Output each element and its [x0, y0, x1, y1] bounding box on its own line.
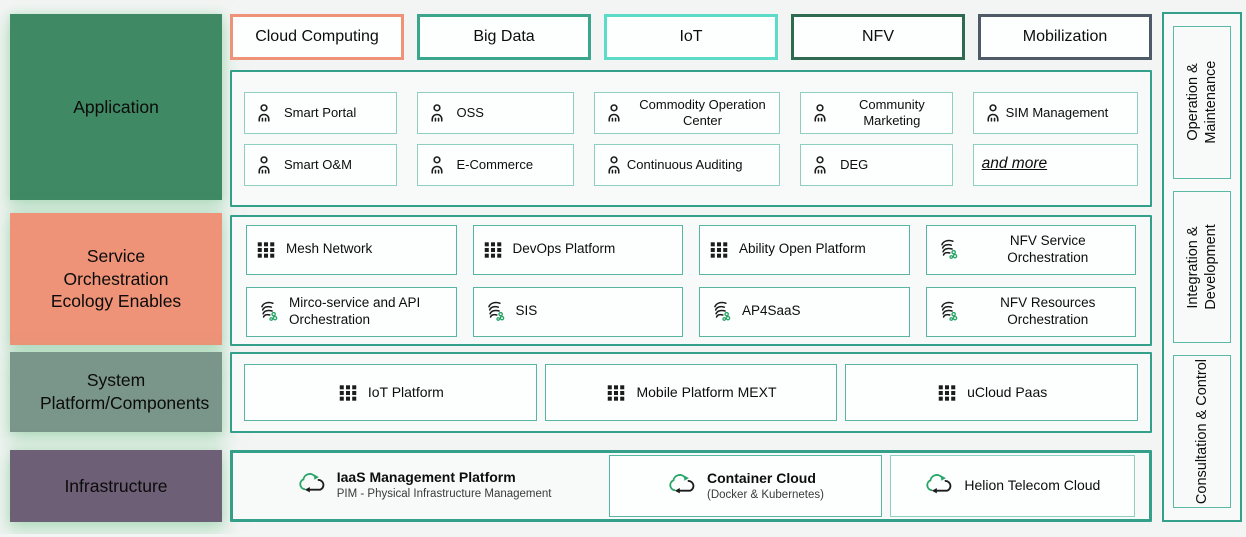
sys-item-mobile-platform-mext: Mobile Platform MEXT	[544, 364, 838, 421]
grid-icon	[255, 239, 277, 261]
app-item-label: OSS	[456, 104, 484, 120]
rail-operation-maintenance: Operation & Maintenance	[1173, 26, 1231, 179]
svc-item-sis: SIS	[472, 286, 683, 337]
rail-system-platform: System Platform/Components	[10, 352, 222, 432]
svc-item-label: SIS	[515, 303, 538, 319]
rail-infrastructure: Infrastructure	[10, 450, 222, 522]
cloud-sync-icon	[667, 473, 698, 499]
grid-icon	[708, 239, 730, 261]
svc-item-label: Ability Open Platform	[739, 241, 866, 257]
svc-item-nfv-resources-orchestration: NFV Resources Orchestration	[925, 286, 1136, 337]
cloud-sync-icon	[297, 472, 328, 498]
infra-item-title: IaaS Management Platform	[336, 469, 516, 486]
sys-item-iot-platform: IoT Platform	[244, 364, 537, 421]
orchestration-icon	[935, 299, 960, 324]
svc-item-nfv-service-orchestration: NFV Service Orchestration	[925, 224, 1136, 275]
app-item-continuous-auditing: Continuous Auditing	[593, 143, 781, 186]
rail-integration-development-label: Integration & Development	[1184, 224, 1219, 310]
sys-item-label: IoT Platform	[367, 383, 444, 400]
app-item-label: DEG	[840, 156, 869, 172]
app-item-commodity-operation-center: Commodity Operation Center	[593, 91, 781, 134]
infrastructure-panel: IaaS Management Platform PIM - Physical …	[230, 450, 1152, 522]
and-more-label: and more	[981, 155, 1048, 173]
user-icon	[982, 102, 1004, 124]
rail-application-label: Application	[73, 96, 159, 117]
app-item-label: E-Commerce	[456, 156, 534, 172]
grid-icon	[482, 239, 504, 261]
app-item-label: Commodity Operation Center	[639, 96, 766, 128]
service-orchestration-panel: Mesh Network DevOps Platform Ability Ope…	[230, 215, 1152, 346]
user-icon	[253, 102, 275, 124]
rail-infrastructure-label: Infrastructure	[64, 475, 168, 496]
app-item-oss: OSS	[416, 91, 574, 134]
tab-big-data[interactable]: Big Data	[417, 14, 591, 60]
tab-mobilization[interactable]: Mobilization	[978, 14, 1152, 60]
infra-item-title: Helion Telecom Cloud	[964, 477, 1101, 494]
svc-item-microservice-api-orchestration: Mirco-service and API Orchestration	[246, 286, 457, 337]
rail-integration-development: Integration & Development	[1173, 190, 1231, 344]
rail-system-platform-label: System Platform/Components	[40, 370, 210, 413]
rail-consultation-control: Consultation & Control	[1173, 355, 1231, 509]
svc-item-label: NFV Resources Orchestration	[1000, 295, 1096, 327]
infra-item-title: Container Cloud	[707, 470, 816, 487]
grid-icon	[605, 382, 627, 404]
user-icon	[809, 102, 831, 124]
user-icon	[253, 154, 275, 176]
svc-item-ability-open-platform: Ability Open Platform	[699, 224, 910, 275]
user-icon	[426, 154, 448, 176]
tab-cloud-computing[interactable]: Cloud Computing	[230, 14, 404, 60]
app-item-smart-portal: Smart Portal	[244, 91, 397, 134]
app-item-label: SIM Management	[1005, 104, 1109, 120]
rail-operation-maintenance-label: Operation & Maintenance	[1184, 60, 1219, 144]
svc-item-label: Mirco-service and API Orchestration	[289, 295, 421, 327]
infra-item-subtitle: (Docker & Kubernetes)	[707, 488, 824, 501]
orchestration-icon	[935, 237, 960, 262]
svc-item-mesh-network: Mesh Network	[246, 224, 457, 275]
grid-icon	[337, 382, 359, 404]
svc-item-devops-platform: DevOps Platform	[472, 224, 683, 275]
tab-iot[interactable]: IoT	[604, 14, 778, 60]
svc-item-ap4saas: AP4SaaS	[699, 286, 910, 337]
cloud-sync-icon	[924, 473, 955, 499]
svc-item-label: AP4SaaS	[742, 303, 801, 319]
app-item-deg: DEG	[800, 143, 953, 186]
technology-tabs: Cloud Computing Big Data IoT NFV Mobiliz…	[230, 14, 1152, 60]
app-item-and-more: and more	[972, 143, 1138, 186]
infra-item-helion-telecom-cloud: Helion Telecom Cloud	[889, 455, 1135, 517]
svc-item-label: Mesh Network	[286, 241, 373, 257]
user-icon	[603, 102, 625, 124]
svc-item-label: NFV Service Orchestration	[1007, 233, 1089, 265]
lifecycle-rail: Operation & Maintenance Integration & De…	[1162, 12, 1242, 522]
rail-service-orchestration-label: Service Orchestration Ecology Enables	[50, 245, 182, 312]
app-item-label: Smart O&M	[284, 156, 352, 172]
sys-item-label: Mobile Platform MEXT	[636, 383, 777, 400]
app-item-smart-om: Smart O&M	[244, 143, 397, 186]
app-item-label: Smart Portal	[284, 104, 357, 120]
grid-icon	[936, 382, 958, 404]
rail-application: Application	[10, 14, 222, 200]
sys-item-ucloud-paas: uCloud Paas	[845, 364, 1138, 421]
infra-item-container-cloud: Container Cloud (Docker & Kubernetes)	[609, 455, 882, 517]
system-platform-panel: IoT Platform Mobile Platform MEXT uCloud…	[230, 352, 1152, 433]
tab-nfv[interactable]: NFV	[791, 14, 965, 60]
orchestration-icon	[255, 299, 280, 324]
user-icon	[603, 154, 625, 176]
application-panel: Smart Portal OSS Commodity Operation Cen…	[230, 70, 1152, 207]
infra-item-subtitle: PIM - Physical Infrastructure Management	[336, 487, 552, 500]
infra-item-iaas-management: IaaS Management Platform PIM - Physical …	[247, 455, 601, 515]
app-item-label: Community Marketing	[858, 96, 925, 128]
orchestration-icon	[482, 299, 507, 324]
user-icon	[809, 154, 831, 176]
user-icon	[426, 102, 448, 124]
rail-service-orchestration: Service Orchestration Ecology Enables	[10, 213, 222, 345]
sys-item-label: uCloud Paas	[967, 383, 1048, 400]
svc-item-label: DevOps Platform	[512, 241, 616, 257]
app-item-label: Continuous Auditing	[626, 156, 743, 172]
orchestration-icon	[708, 299, 733, 324]
app-item-e-commerce: E-Commerce	[416, 143, 574, 186]
app-item-community-marketing: Community Marketing	[800, 91, 953, 134]
app-item-sim-management: SIM Management	[972, 91, 1138, 134]
rail-consultation-control-label: Consultation & Control	[1193, 359, 1210, 505]
